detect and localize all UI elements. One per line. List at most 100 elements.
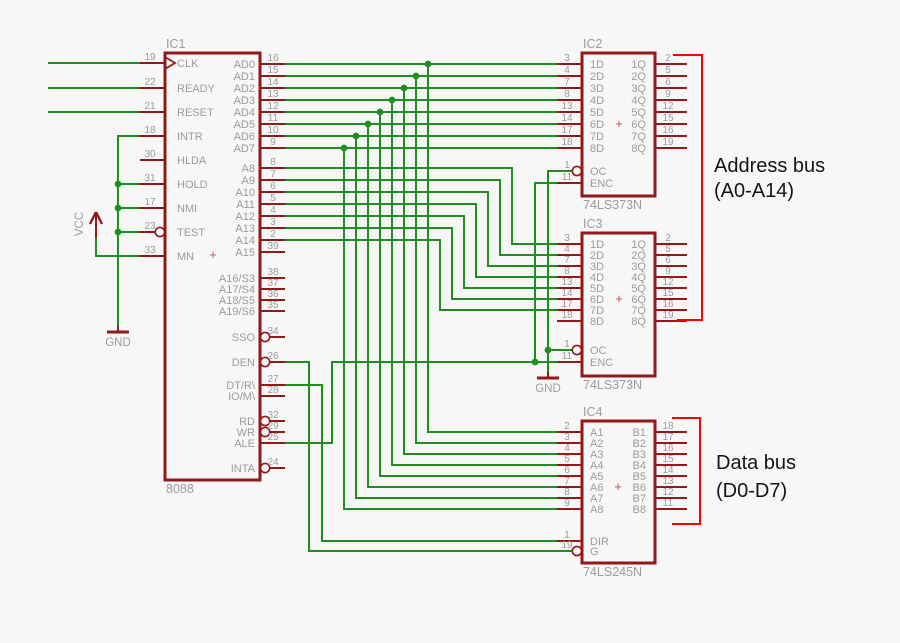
ic1-pin-a14-number: 2 [270, 229, 276, 240]
ad0-branch-wire [427, 64, 557, 433]
ad2-branch-wire [403, 88, 557, 455]
ic1-pin-ad2-name: AD2 [234, 83, 255, 95]
ic3-pin-2d-name: 2D [590, 250, 604, 262]
ic1-pin-sso-number: 34 [267, 326, 279, 337]
data-bus-label-line2: (D0-D7) [716, 480, 787, 502]
ic2-pin-8d-name: 8D [590, 143, 604, 155]
ic3-pin-7d-number: 17 [561, 299, 573, 310]
ic1-pin-hold-name: HOLD [177, 179, 208, 191]
ic2-pin-1d-name: 1D [590, 59, 604, 71]
ic2-pin-enc-number: 11 [562, 172, 573, 183]
ic1-chip: IC18088+19CLK22READY21RESET18INTR30HLDA3… [140, 37, 285, 496]
ic2-pin-6q-name: 6Q [631, 119, 646, 131]
ic2-chip: IC274LS373N+31D42D73D84D135D146D177D188D… [557, 37, 687, 212]
ic3-pin-oc-name: OC [590, 345, 607, 357]
ic3-pin-3q-name: 3Q [631, 261, 646, 273]
ic2-pin-2q-number: 5 [665, 65, 671, 76]
ic4-pin-a8-name: A8 [590, 504, 603, 516]
ic3-pin-enc-name: ENC [590, 357, 613, 369]
ic1-pin-nmi-number: 17 [144, 197, 156, 208]
ic3-pin-7d-name: 7D [590, 305, 604, 317]
junction-dot-3 [388, 96, 396, 104]
ic4-pin-a4-name: A4 [590, 460, 603, 472]
ic2-pin-6d-number: 14 [561, 113, 573, 124]
ic3-pin-5q-name: 5Q [631, 283, 646, 295]
ic1-pin-a9-number: 7 [270, 169, 276, 180]
dtr-dir-wire [285, 384, 557, 542]
ic1-pin-mn-name: MN [177, 251, 194, 263]
ic4-pin-b4-name: B4 [633, 460, 646, 472]
bus-brackets-layer [672, 53, 704, 526]
ic4-pin-a7-number: 8 [564, 487, 570, 498]
address-bus-bracket [673, 53, 704, 322]
ic2-pin-4d-number: 8 [564, 89, 570, 100]
ic1-pin-dtr-number: 27 [267, 374, 279, 385]
ic1-pin-wr-number: 29 [267, 421, 279, 432]
ic3-pin-4d-number: 8 [564, 266, 570, 277]
ic4-pin-a8-number: 9 [564, 498, 570, 509]
ic1-pin-a15-name: A15 [235, 247, 255, 259]
ic1-pin-den-number: 26 [267, 351, 279, 362]
ad3-branch-wire [391, 100, 557, 466]
ic2-designator: IC2 [583, 37, 603, 51]
junction-dot-7 [340, 144, 348, 152]
ic4-pin-a7-name: A7 [590, 493, 603, 505]
ic4-pin-g-number: 19 [561, 540, 573, 551]
ic2-pin-4q-name: 4Q [631, 95, 646, 107]
ic1-pin-sso-name: SSO [232, 332, 256, 344]
ic1-pin-ad1-name: AD1 [234, 71, 255, 83]
ic4-pin-b6-number: 13 [662, 476, 674, 487]
vcc-arrow-head-right [94, 211, 104, 225]
ic2-pin-oc-name: OC [590, 166, 607, 178]
ic1-pin-a18s5-number: 36 [267, 289, 279, 300]
ic1-pin-dtr-name: DT/R\ [226, 380, 256, 392]
ic1-pin-ad5-number: 11 [268, 113, 279, 124]
junction-dot-10 [114, 228, 122, 236]
ic1-designator: IC1 [166, 37, 186, 51]
ic1-pin-hold-number: 31 [144, 173, 156, 184]
ic1-pin-test-name: TEST [177, 227, 205, 239]
ic1-pin-test-number: 23 [144, 221, 156, 232]
ic3-pin-4d-name: 4D [590, 272, 604, 284]
ic1-pin-a13-name: A13 [235, 223, 255, 235]
ic2-pin-6q-number: 15 [662, 113, 674, 124]
junction-dot-4 [376, 108, 384, 116]
ic1-pin-a16s3-name: A16/S3 [219, 273, 255, 285]
ic2-pin-4d-name: 4D [590, 95, 604, 107]
ic3-chip: IC374LS373N+31D42D73D84D135D146D177D188D… [557, 217, 687, 392]
ic4-pin-a3-number: 4 [564, 443, 570, 454]
ic1-pin-reset-number: 21 [144, 101, 156, 112]
ic1-pin-inta-name: INTA [231, 463, 256, 475]
ic1-pin-a19s6-number: 35 [267, 300, 279, 311]
ic4-pin-b5-number: 14 [662, 465, 674, 476]
ic4-pin-a6-number: 7 [564, 476, 570, 487]
ic1-pin-sso-inverter-bubble [259, 331, 271, 343]
junction-dot-12 [544, 346, 552, 354]
junction-dot-2 [400, 84, 408, 92]
ic3-pin-4q-number: 9 [665, 266, 671, 277]
ic4-pin-g-inverter-bubble [571, 545, 583, 557]
ic1-pin-a12-name: A12 [235, 211, 255, 223]
ic1-pin-ad1-number: 15 [267, 65, 279, 76]
ic1-pin-ad3-name: AD3 [234, 95, 255, 107]
vcc-mn-wire [95, 238, 140, 257]
ic1-pin-intr-name: INTR [177, 131, 203, 143]
ic4-pin-b2-name: B2 [633, 438, 646, 450]
ic3-pin-8d-number: 18 [561, 310, 573, 321]
den-g-wire [285, 361, 572, 552]
junction-dot-1 [412, 72, 420, 80]
ic1-pin-a12-number: 4 [270, 205, 276, 216]
ic1-pin-nmi-name: NMI [177, 203, 197, 215]
ic4-pin-a4-number: 5 [564, 454, 570, 465]
ic4-pin-a3-name: A3 [590, 449, 603, 461]
ic1-pin-iom-name: IO/M\ [228, 391, 256, 403]
ic1-pin-a10-number: 6 [270, 181, 276, 192]
ic2-pin-3q-name: 3Q [631, 83, 646, 95]
ic4-designator: IC4 [583, 405, 603, 419]
ic4-pin-a1-number: 2 [564, 421, 570, 432]
ic3-pin-2q-name: 2Q [631, 250, 646, 262]
ic3-pin-7q-number: 16 [662, 299, 674, 310]
ic1-pin-ad7-name: AD7 [234, 143, 255, 155]
